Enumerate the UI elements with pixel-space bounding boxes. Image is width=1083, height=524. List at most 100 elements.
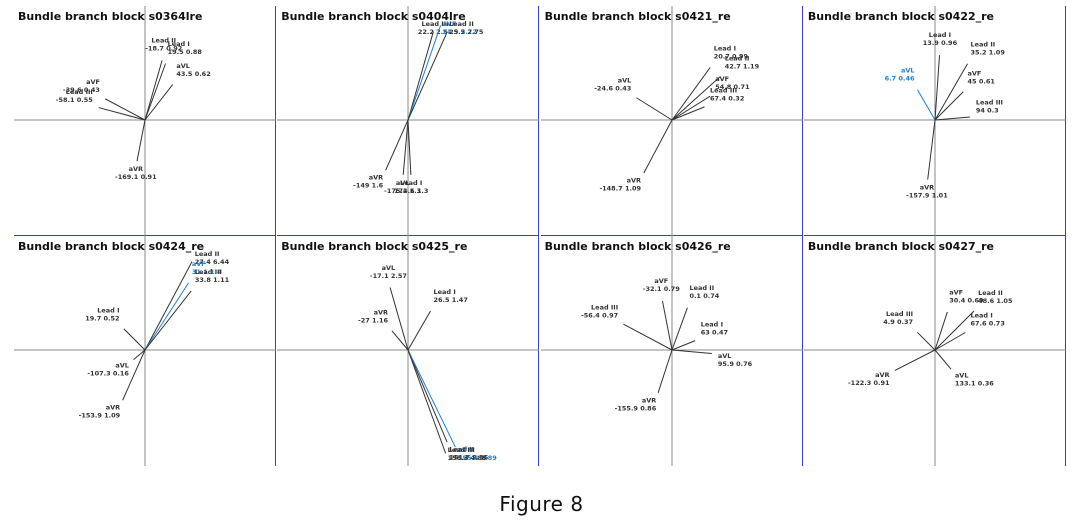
lead-vector xyxy=(407,25,442,121)
lead-vector xyxy=(934,116,970,121)
lead-value-label: 63 0.47 xyxy=(700,328,727,336)
lead-vector xyxy=(671,307,688,351)
lead-name-label: Lead III xyxy=(66,88,93,96)
lead-value-label: 67.4 0.32 xyxy=(710,95,744,103)
lead-vector xyxy=(407,31,435,121)
lead-vector xyxy=(671,67,711,121)
lead-name-label: aVL xyxy=(617,77,631,85)
lead-vector xyxy=(144,63,166,121)
lead-vector xyxy=(98,107,146,121)
lead-vector xyxy=(133,349,146,361)
lead-name-label: aVL xyxy=(901,66,915,74)
lead-vector xyxy=(385,119,409,171)
lead-value-label: -32.1 0.79 xyxy=(642,285,680,293)
lead-value-label: 19.5 0.88 xyxy=(168,48,203,56)
lead-value-label: 20.7 0.99 xyxy=(713,53,748,61)
lead-vector xyxy=(144,282,189,351)
lead-vector xyxy=(916,331,936,351)
lead-vector xyxy=(934,55,940,121)
lead-vector xyxy=(642,119,673,174)
lead-value-label: 35.2 1.09 xyxy=(970,49,1005,57)
lead-name-label: Lead II xyxy=(195,250,220,258)
lead-vector xyxy=(934,63,968,121)
lead-name-label: aVR xyxy=(374,308,388,316)
lead-vector xyxy=(661,300,673,351)
lead-vector xyxy=(123,328,146,351)
lead-name-label: Lead I xyxy=(970,312,992,320)
lead-value-label: 25.5 2.75 xyxy=(449,28,484,36)
panel-title: Bundle branch block s0421_re xyxy=(544,10,731,23)
lead-value-label: 174.6 1.3 xyxy=(394,187,428,195)
lead-name-label: aVL xyxy=(176,62,190,70)
lead-name-label: aVL xyxy=(717,352,731,360)
lead-name-label: aVF xyxy=(654,277,668,285)
lead-name-label: aVF xyxy=(443,20,457,28)
lead-name-label: aVL xyxy=(115,361,129,369)
lead-value-label: 0.1 0.74 xyxy=(689,292,719,300)
lead-name-label: Lead II xyxy=(151,37,176,45)
lead-value-label: 95.9 0.76 xyxy=(717,360,752,368)
lead-name-label: Lead III xyxy=(422,20,449,28)
lead-vector xyxy=(144,60,163,121)
lead-vector xyxy=(389,287,409,351)
lead-value-label: -157.9 1.01 xyxy=(906,192,948,200)
lead-vector xyxy=(622,323,672,351)
lead-value-label: 13.9 0.96 xyxy=(923,39,958,47)
lead-value-label: 4.9 0.37 xyxy=(883,318,913,326)
lead-vector xyxy=(407,349,447,454)
lead-value-label: -107.3 0.16 xyxy=(87,369,129,377)
lead-value-label: 151.7 3.35 xyxy=(450,454,489,462)
lead-name-label: Lead III xyxy=(448,446,475,454)
lead-vector xyxy=(934,310,975,351)
lead-value-label: 6.7 0.46 xyxy=(885,74,915,82)
panel-title: Bundle branch block s0404lre xyxy=(281,10,466,23)
lead-vector xyxy=(671,106,705,121)
lead-name-label: aVF xyxy=(86,78,100,86)
lead-vector xyxy=(407,33,448,121)
lead-vector xyxy=(144,261,193,351)
panel-title: Bundle branch block s0422_re xyxy=(807,10,995,23)
lead-value-label: 31.1 1.4 xyxy=(192,268,222,276)
lead-value-label: -24.6 0.43 xyxy=(594,85,631,93)
lead-value-label: 54.8 0.71 xyxy=(715,83,750,91)
lead-value-label: 45 0.61 xyxy=(967,77,995,85)
lead-value-label: 19.7 0.52 xyxy=(85,315,119,323)
lead-name-label: Lead III xyxy=(886,310,913,318)
lead-name-label: Lead III xyxy=(976,98,1003,106)
lead-name-label: aVF xyxy=(715,75,729,83)
lead-vector xyxy=(136,119,146,162)
panel-title: Bundle branch block s0426_re xyxy=(544,240,731,253)
lead-vector xyxy=(657,349,673,393)
lead-vector xyxy=(934,91,964,121)
lead-value-label: 67.6 0.73 xyxy=(970,320,1004,328)
lead-vector xyxy=(671,95,711,121)
lead-vector xyxy=(407,310,432,351)
lead-name-label: aVR xyxy=(875,371,889,379)
lead-value-label: 42.7 1.19 xyxy=(724,62,759,70)
lead-name-label: Lead II xyxy=(689,284,714,292)
panel-title: Bundle branch block s0427_re xyxy=(807,240,995,253)
lead-vector xyxy=(916,89,936,121)
lead-name-label: Lead III xyxy=(591,303,618,311)
lead-value-label: 33.8 1.11 xyxy=(195,276,230,284)
lead-value-label: -122.3 0.91 xyxy=(848,379,890,387)
lead-name-label: Lead III xyxy=(195,268,222,276)
lead-vector xyxy=(403,119,409,175)
panel-title: Bundle branch block s0424_re xyxy=(18,240,205,253)
lead-value-label: -18.7 0.92 xyxy=(145,45,182,53)
lead-value-label: -148.7 1.09 xyxy=(599,184,641,192)
lead-name-label: aVR xyxy=(641,397,655,405)
lead-value-label: 158.3 4.85 xyxy=(448,454,487,462)
lead-value-label: -175.2 1.3 xyxy=(384,187,421,195)
